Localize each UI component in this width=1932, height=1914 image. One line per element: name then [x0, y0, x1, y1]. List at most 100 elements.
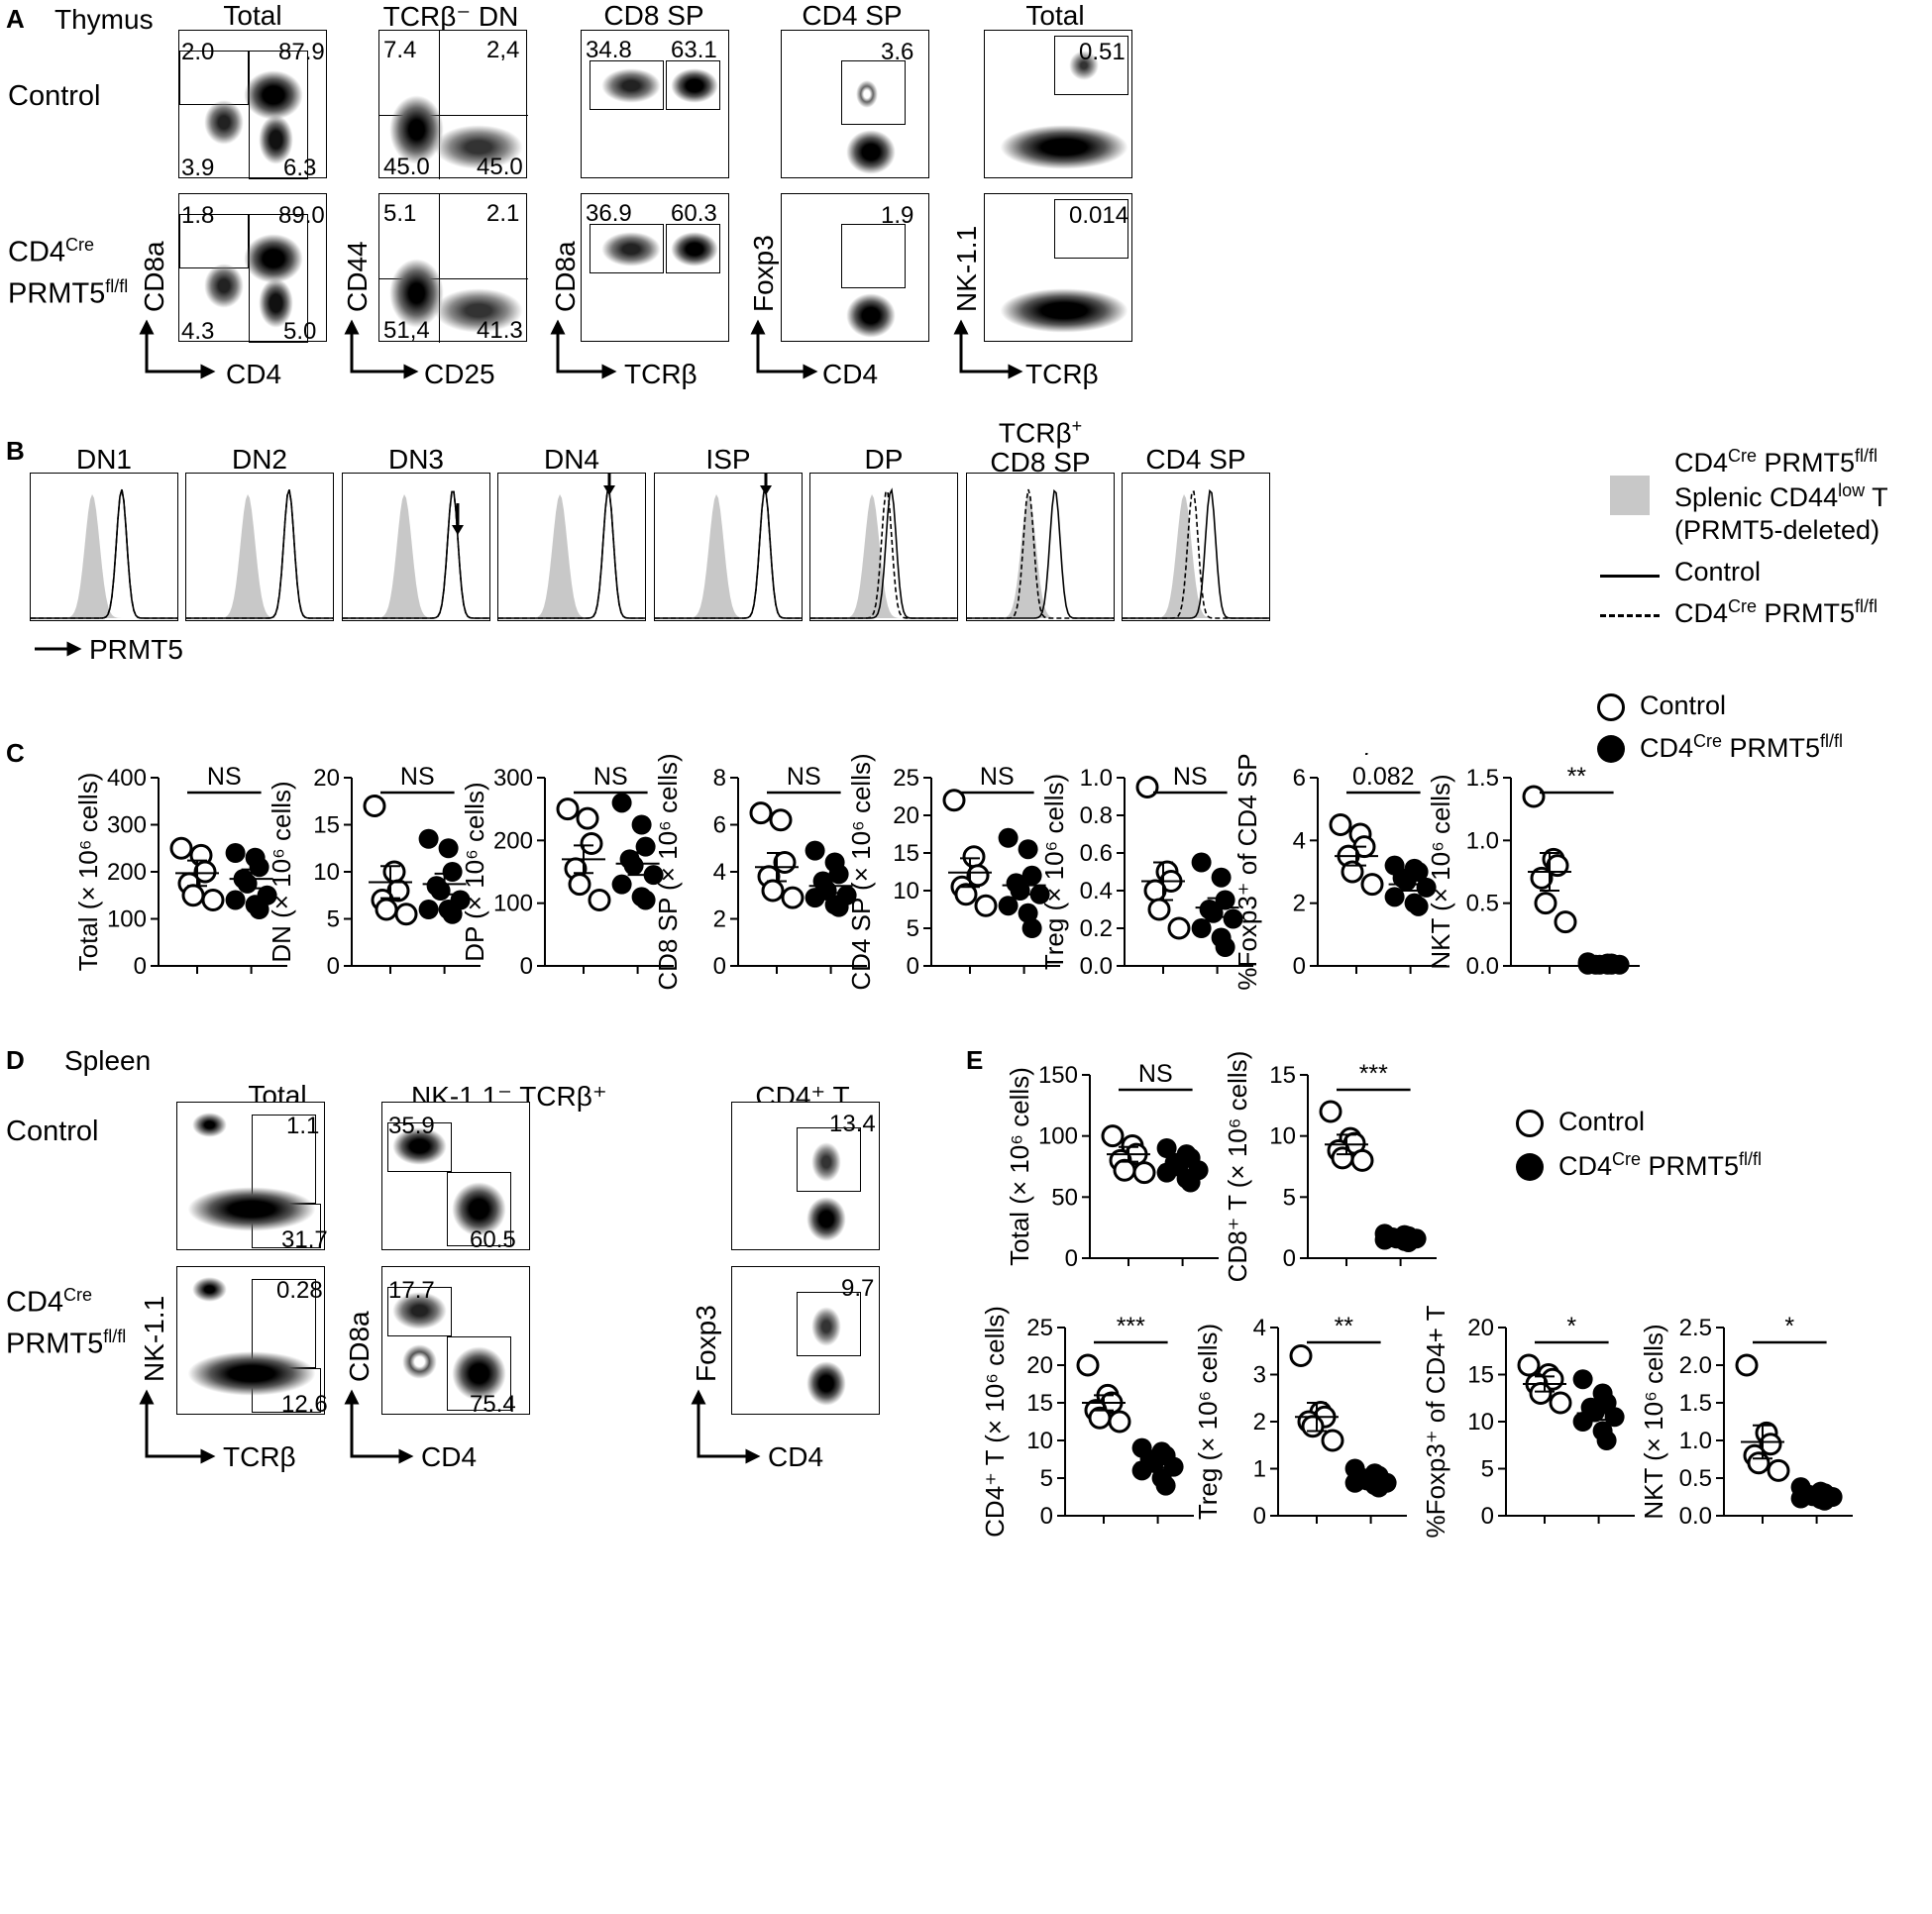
- data-point-control: [1167, 916, 1191, 940]
- panel-label-e: E: [966, 1045, 984, 1075]
- data-point-ko: [1155, 1475, 1176, 1496]
- data-point-ko: [611, 874, 632, 895]
- y-tick-label: 10: [1467, 1409, 1494, 1436]
- significance-label: NS: [400, 763, 435, 791]
- panel-label-b: B: [6, 436, 25, 466]
- data-point-ko: [1572, 1412, 1593, 1432]
- y-axis-label: CD8⁺ T (× 10⁶ cells): [1223, 1051, 1252, 1283]
- y-tick-label: 15: [1026, 1390, 1053, 1417]
- data-point-ko: [225, 843, 246, 863]
- data-point-control: [942, 789, 966, 812]
- y-tick-label: 0: [1283, 1245, 1296, 1272]
- event-cloud: [811, 1142, 841, 1182]
- data-point-control: [580, 832, 603, 855]
- data-point-ko: [611, 793, 632, 813]
- histogram-cd4-sp: [1122, 473, 1270, 621]
- gate-percentage: 0.51: [1079, 39, 1126, 65]
- data-point-control: [1530, 866, 1554, 890]
- flow-plot-nk11-vs-tcrb-spleen-ko: 0.28 12.6: [176, 1266, 328, 1418]
- legend-control-label: Control: [1558, 1107, 1646, 1136]
- data-point-ko: [1790, 1488, 1811, 1509]
- y-tick-label: 25: [1026, 1315, 1053, 1341]
- event-cloud: [846, 293, 896, 338]
- panel-d-xaxis-label: CD4: [768, 1441, 824, 1472]
- gate-percentage: 17.7: [388, 1277, 435, 1304]
- y-tick-label: 0: [907, 953, 919, 980]
- data-point-control: [568, 873, 591, 897]
- y-tick-label: 400: [107, 765, 147, 792]
- histogram-curves: [186, 489, 333, 619]
- y-tick-label: 1.0: [1466, 827, 1499, 854]
- panel-d-axis-arrows: [139, 1389, 761, 1464]
- panel-d-row-control: Control: [6, 1116, 99, 1147]
- data-point-control: [201, 889, 225, 911]
- gate-percentage: 34.8: [586, 37, 632, 63]
- data-point-ko: [828, 897, 849, 917]
- y-tick-label: 150: [1038, 1062, 1078, 1089]
- arrow-indicator-head: [452, 525, 464, 535]
- event-cloud: [187, 1187, 316, 1231]
- data-point-control: [769, 808, 793, 832]
- data-point-ko: [1577, 954, 1598, 975]
- significance-label: NS: [1138, 1060, 1173, 1088]
- histogram-title: DN4: [543, 444, 599, 475]
- gate-percentage: 1.1: [286, 1113, 320, 1139]
- y-tick-label: 0: [1293, 953, 1306, 980]
- data-point-ko: [805, 888, 825, 908]
- gate-percentage: 31.7: [281, 1226, 328, 1253]
- panel-label-d: D: [6, 1045, 25, 1075]
- gate-nkt: [1054, 199, 1128, 259]
- y-tick-label: 0: [713, 953, 726, 980]
- event-cloud: [856, 80, 878, 108]
- data-point-control: [1132, 1161, 1156, 1185]
- y-tick-label: 4: [1253, 1315, 1266, 1341]
- gate-percentage: 2,4: [486, 37, 520, 63]
- event-cloud: [452, 1346, 506, 1401]
- histogram-ko: [343, 490, 489, 619]
- histogram-ko: [810, 490, 957, 619]
- histogram-title: DN3: [387, 444, 444, 475]
- y-tick-label: 0.8: [1080, 802, 1113, 829]
- gate-percentage: 6.3: [283, 155, 317, 181]
- data-point-ko: [631, 814, 652, 835]
- y-tick-label: 5: [327, 906, 340, 933]
- data-point-control: [1517, 1353, 1541, 1377]
- gate-percentage: 45.0: [383, 154, 430, 180]
- y-axis-label: %Foxp3⁺ of CD4+ T: [1421, 1305, 1450, 1538]
- gate-percentage: 13.4: [829, 1111, 876, 1137]
- gate-percentage: 5.0: [283, 318, 317, 345]
- gate-treg: [797, 1292, 861, 1356]
- histogram-dn3: [342, 473, 490, 621]
- gate-percentage: 2.0: [181, 39, 215, 65]
- event-cloud: [187, 1351, 316, 1396]
- significance-label: *: [1784, 1313, 1794, 1340]
- histogram-title: ISP: [705, 444, 751, 475]
- y-tick-label: 2: [1253, 1409, 1266, 1436]
- event-cloud: [452, 1182, 506, 1236]
- significance-label: NS: [980, 763, 1015, 791]
- legend-open-circle: [1516, 1110, 1544, 1137]
- y-tick-label: 0.5: [1679, 1465, 1712, 1492]
- panel-a-col-title: CD8 SP: [603, 0, 704, 31]
- gate-dp: [249, 214, 308, 343]
- significance-label: NS: [207, 763, 242, 791]
- y-tick-label: 0: [134, 953, 147, 980]
- event-cloud: [434, 288, 523, 333]
- histogram-dn4: [497, 464, 646, 621]
- data-point-control: [1360, 873, 1384, 897]
- data-point-control: [1735, 1353, 1759, 1377]
- y-tick-label: 0.0: [1679, 1503, 1712, 1530]
- gate-percentage: 7.4: [383, 37, 417, 63]
- event-cloud: [392, 1127, 447, 1165]
- histogram-title: DN1: [75, 444, 132, 475]
- data-point-control: [1101, 1124, 1125, 1148]
- y-tick-label: 10: [893, 878, 919, 904]
- histogram-prmt5-deleted: [186, 494, 333, 618]
- y-tick-label: 50: [1051, 1184, 1078, 1211]
- data-point-ko: [1021, 918, 1042, 938]
